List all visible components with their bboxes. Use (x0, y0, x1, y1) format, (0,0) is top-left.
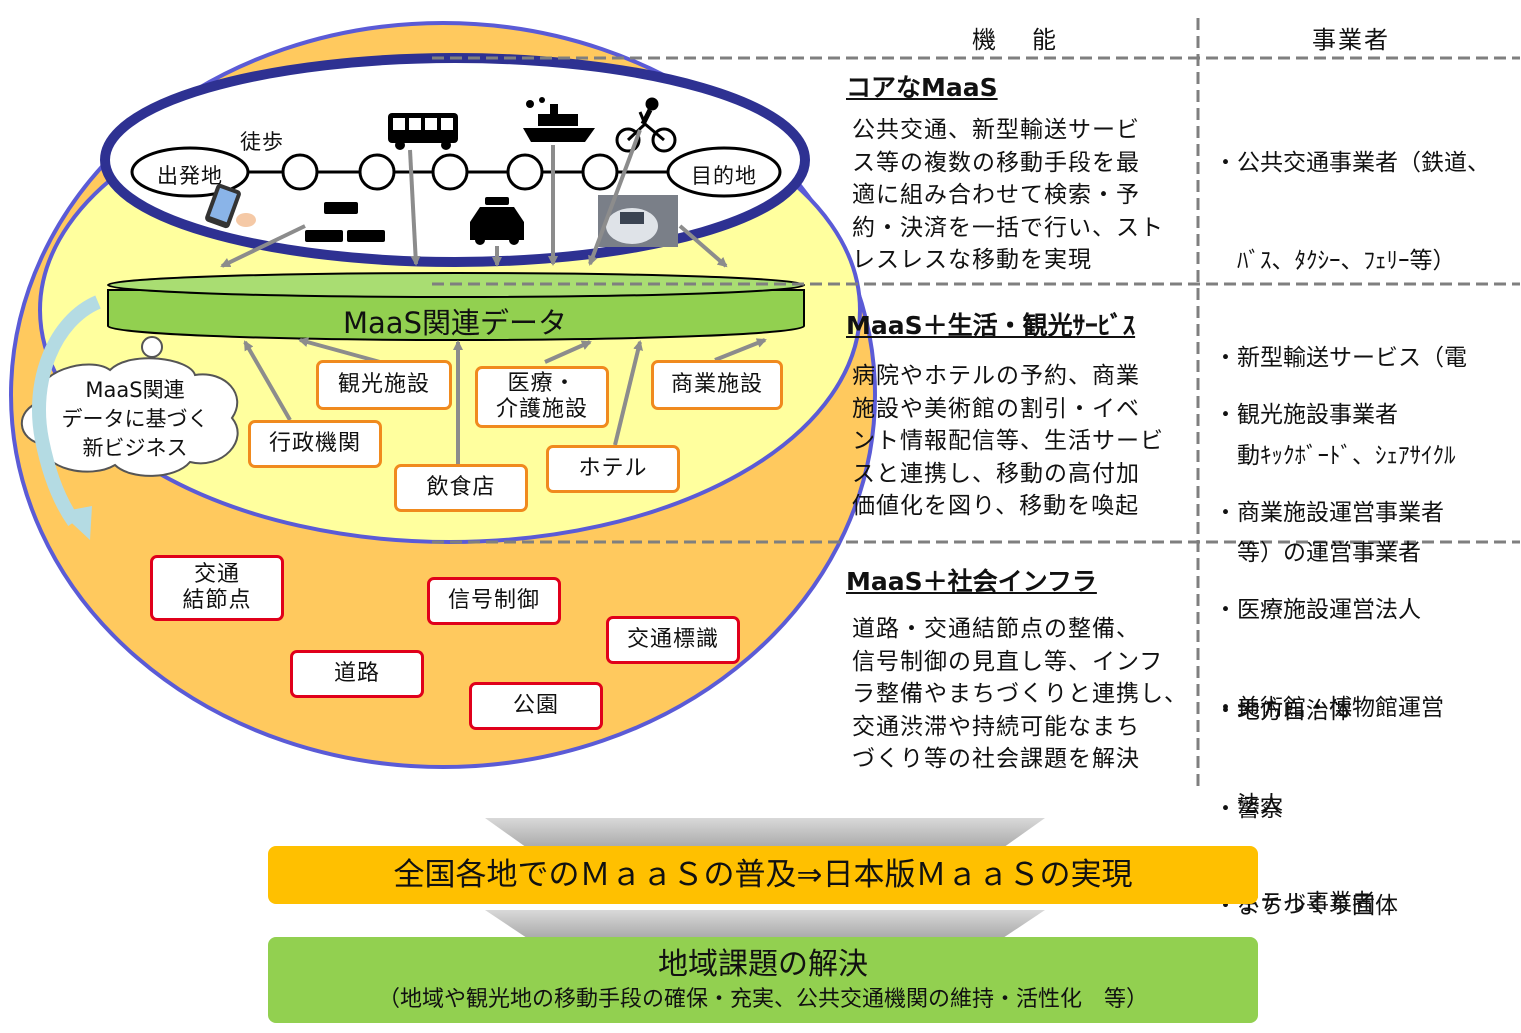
section-desc-life: 病院やホテルの予約、商業 施設や美術館の割引・イベ ント情報配信等、生活サービ … (852, 360, 1192, 523)
realization-banner: 全国各地でのＭａａＳの普及⇒日本版ＭａａＳの実現 (268, 846, 1258, 904)
operator-line: ・公共交通事業者（鉄道、 (1214, 147, 1519, 180)
transfer-node (283, 155, 317, 189)
desc-line: 信号制御の見直し等、インフ (852, 646, 1192, 679)
infra-box-kessetsu: 交通 結節点 (150, 555, 284, 621)
service-box-gyosei: 行政機関 (248, 420, 382, 468)
service-box-shogyo: 商業施設 (651, 360, 783, 410)
section-desc-infra: 道路・交通結節点の整備、 信号制御の見直し等、インフ ラ整備やまちづくりと連携し… (852, 613, 1192, 776)
realization-text: 全国各地でのＭａａＳの普及⇒日本版ＭａａＳの実現 (394, 857, 1133, 893)
infra-box-shingo: 信号制御 (427, 577, 561, 625)
operator-line: ・医療施設運営法人 (1214, 594, 1519, 627)
desc-line: 施設や美術館の割引・イベ (852, 393, 1192, 426)
operator-line: ・商業施設運営事業者 (1214, 497, 1519, 530)
desc-line: レスレスな移動を実現 (852, 244, 1192, 277)
desc-line: 価値化を図り、移動を喚起 (852, 490, 1192, 523)
transfer-node (583, 155, 617, 189)
cloud-text: MaaS関連 データに基づく 新ビジネス (40, 376, 230, 463)
service-box-kanko: 観光施設 (316, 360, 452, 410)
desc-line: 交通渋滞や持続可能なまち (852, 711, 1192, 744)
solution-title: 地域課題の解決 (268, 945, 1258, 985)
desc-line: ラ整備やまちづくりと連携し、 (852, 678, 1192, 711)
operator-line: ・観光施設事業者 (1214, 399, 1519, 432)
cloud-line: データに基づく (40, 405, 230, 434)
cloud-line: MaaS関連 (40, 376, 230, 405)
transfer-node (508, 155, 542, 189)
data-layer-label: MaaS関連データ (330, 300, 580, 342)
down-arrow-2 (485, 910, 1045, 940)
operator-line: ・地方自治体 (1214, 695, 1519, 728)
transfer-node (433, 155, 467, 189)
desc-line: づくり等の社会課題を解決 (852, 743, 1192, 776)
desc-line: 約・決済を一括で行い、スト (852, 212, 1192, 245)
operator-line: ・まちづくり団体 (1214, 890, 1519, 923)
cloud-line: 新ビジネス (40, 434, 230, 463)
desc-line: 公共交通、新型輸送サービ (852, 114, 1192, 147)
origin-label: 出発地 (150, 160, 230, 190)
walk-label: 徒歩 (240, 126, 284, 156)
solution-banner: 地域課題の解決 （地域や観光地の移動手段の確保・充実、公共交通機関の維持・活性化… (268, 937, 1258, 1023)
desc-line: 道路・交通結節点の整備、 (852, 613, 1192, 646)
operator-line: ﾊﾞｽ、ﾀｸｼｰ、ﾌｪﾘｰ等） (1214, 245, 1519, 278)
desc-line: 適に組み合わせて検索・予 (852, 179, 1192, 212)
service-box-iryo: 医療・ 介護施設 (475, 366, 609, 428)
section-title-core: コアなMaaS (846, 68, 998, 104)
section-title-life: MaaS＋生活・観光ｻｰﾋﾞｽ (846, 306, 1135, 342)
infra-box-koen: 公園 (469, 682, 603, 730)
function-header: 機 能 (972, 20, 1062, 55)
infra-box-hyoshiki: 交通標識 (606, 616, 740, 664)
service-box-inshoku: 飲食店 (394, 464, 528, 512)
section-ops-infra: ・地方自治体 ・警察 ・まちづくり団体 (1214, 630, 1519, 955)
section-title-infra: MaaS＋社会インフラ (846, 562, 1097, 598)
desc-line: ント情報配信等、生活サービ (852, 425, 1192, 458)
service-box-hotel: ホテル (546, 445, 680, 493)
infra-box-doro: 道路 (290, 650, 424, 698)
destination-label: 目的地 (684, 160, 764, 190)
solution-subtitle: （地域や観光地の移動手段の確保・充実、公共交通機関の維持・活性化 等） (268, 985, 1258, 1015)
section-desc-core: 公共交通、新型輸送サービ ス等の複数の移動手段を最 適に組み合わせて検索・予 約… (852, 114, 1192, 277)
small-ev-photo (598, 195, 678, 247)
operator-header: 事業者 (1312, 20, 1390, 55)
desc-line: 病院やホテルの予約、商業 (852, 360, 1192, 393)
desc-line: ス等の複数の移動手段を最 (852, 147, 1192, 180)
desc-line: スと連携し、移動の高付加 (852, 458, 1192, 491)
transfer-node (360, 155, 394, 189)
operator-line: ・警察 (1214, 793, 1519, 826)
